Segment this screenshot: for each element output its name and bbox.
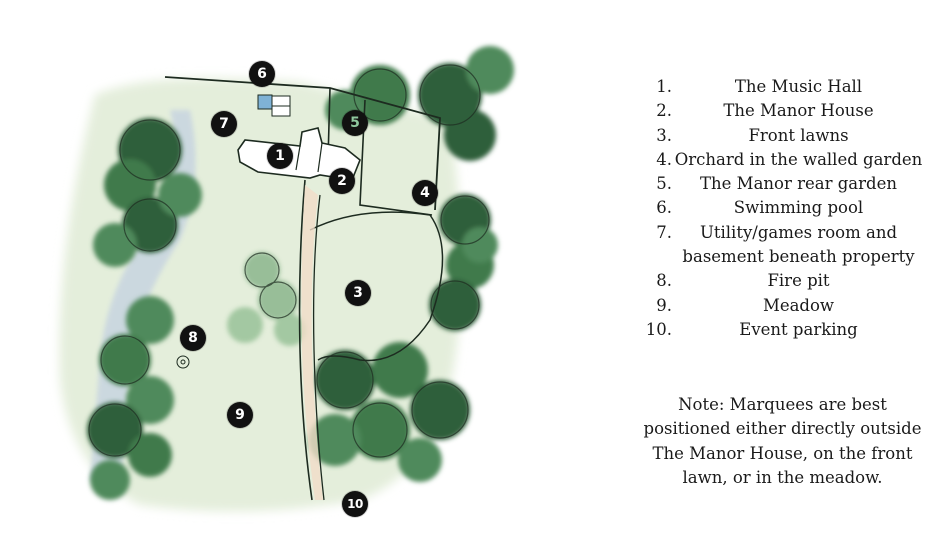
legend-number: 1.: [656, 77, 672, 96]
trees-left-lower: [87, 296, 174, 500]
tree-outlines: [88, 64, 490, 458]
legend-item: 1. The Music Hall: [640, 75, 925, 99]
legend-item: 2. The Manor House: [640, 99, 925, 123]
legend-number: 6.: [656, 198, 672, 218]
legend-label: Utility/games room and basement beneath …: [682, 222, 915, 267]
trees-top-right: [325, 46, 514, 161]
driveway-edge: [312, 194, 325, 501]
driveway: [298, 179, 313, 501]
legend-item: 10. Event parking: [640, 318, 925, 342]
legend-label: Front lawns: [748, 125, 849, 145]
marker-4[interactable]: 4: [412, 180, 438, 206]
legend-item: 9. Meadow: [640, 294, 925, 318]
marker-5[interactable]: 5: [342, 110, 368, 136]
legend-label: Swimming pool: [733, 198, 864, 218]
legend-item: 8. Fire pit: [640, 269, 925, 293]
legend-label: The Manor rear garden: [700, 174, 897, 194]
legend-number: 5.: [656, 174, 672, 194]
site-map: 1 2 3 4 5 6 7 8 9 10: [59, 46, 514, 517]
legend-label: Event parking: [739, 319, 858, 339]
legend-number: 10.: [645, 319, 672, 339]
drive-wash: [301, 185, 323, 500]
legend-number: 4.: [656, 149, 672, 169]
legend-number: 8.: [656, 271, 672, 291]
legend-number: 7.: [656, 222, 672, 242]
map-illustration: [59, 46, 514, 512]
legend-item: 4. Orchard in the walled garden: [640, 148, 925, 172]
marker-2[interactable]: 2: [329, 168, 355, 194]
fire-pit-icon: [176, 355, 190, 369]
legend-item: 3. Front lawns: [640, 124, 925, 148]
legend-label: Orchard in the walled garden: [674, 149, 923, 169]
legend-label: The Music Hall: [734, 77, 863, 96]
trees-bottom-right: [309, 342, 470, 482]
legend-label: Meadow: [762, 295, 835, 315]
marker-9[interactable]: 9: [227, 402, 253, 428]
marker-1[interactable]: 1: [267, 143, 293, 169]
trees-east: [429, 194, 498, 331]
marker-7[interactable]: 7: [211, 111, 237, 137]
legend-item: 7. Utility/games room and basement benea…: [640, 221, 925, 270]
legend-label: Fire pit: [767, 271, 830, 291]
legend-label: The Manor House: [723, 101, 874, 121]
trees-center: [227, 252, 306, 346]
front-lawn-boundary: [309, 211, 444, 362]
legend-number: 9.: [656, 295, 672, 315]
map-legend: 1. The Music Hall 2. The Manor House 3. …: [640, 75, 925, 342]
legend-number: 3.: [656, 125, 672, 145]
legend-item: 5. The Manor rear garden: [640, 172, 925, 196]
legend-item: 6. Swimming pool: [640, 196, 925, 220]
swimming-pool: [257, 94, 273, 110]
marker-6[interactable]: 6: [249, 61, 275, 87]
marquee-note: Note: Marquees are best positioned eithe…: [643, 395, 922, 487]
legend-number: 2.: [656, 101, 672, 121]
north-boundary: [164, 76, 441, 211]
marker-3[interactable]: 3: [345, 280, 371, 306]
marker-8[interactable]: 8: [180, 325, 206, 351]
marker-10[interactable]: 10: [342, 491, 368, 517]
